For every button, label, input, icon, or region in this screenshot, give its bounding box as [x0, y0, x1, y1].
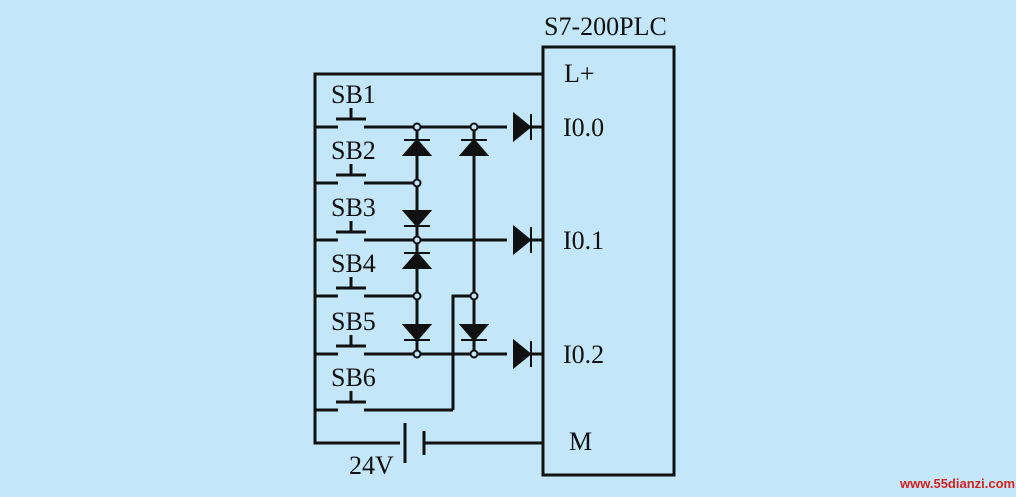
switch-sb4: [315, 277, 417, 298]
diode-d5: [401, 324, 433, 342]
diode-i02: [513, 338, 532, 370]
diode-d3: [401, 210, 433, 228]
terminal-i02: I0.2: [563, 340, 605, 369]
left-bus-wire: [313, 72, 543, 445]
switch-sb3: [315, 221, 507, 242]
power-label: 24V: [349, 451, 394, 480]
input-diodes: [513, 111, 543, 370]
switch-label-sb1: SB1: [331, 80, 376, 109]
switch-label-sb4: SB4: [331, 249, 376, 278]
diode-d4: [401, 251, 433, 269]
switch-label-sb3: SB3: [331, 193, 376, 222]
plc-box: [541, 45, 676, 477]
switch-sb2: [315, 164, 417, 185]
switch-label-sb5: SB5: [331, 307, 376, 336]
diode-d6: [458, 324, 490, 342]
switch-label-sb6: SB6: [331, 363, 376, 392]
watermark: www.55dianzi.com: [900, 476, 1016, 491]
plc-title: S7-200PLC: [544, 12, 667, 41]
isolation-diodes: [401, 138, 490, 342]
diode-i00: [513, 111, 532, 143]
junction-dots: [412, 122, 479, 359]
battery-24v: [403, 423, 543, 463]
diode-d2: [458, 138, 490, 156]
terminal-m: M: [569, 427, 593, 456]
terminal-l-plus: L+: [564, 59, 595, 88]
terminal-i00: I0.0: [563, 113, 605, 142]
diode-d1: [401, 138, 433, 156]
switch-sb6: [315, 294, 474, 412]
switch-sb1: [315, 108, 507, 129]
diode-i01: [513, 224, 532, 256]
switch-sb5: [315, 335, 507, 356]
switch-label-sb2: SB2: [331, 136, 376, 165]
terminal-i01: I0.1: [563, 226, 605, 255]
